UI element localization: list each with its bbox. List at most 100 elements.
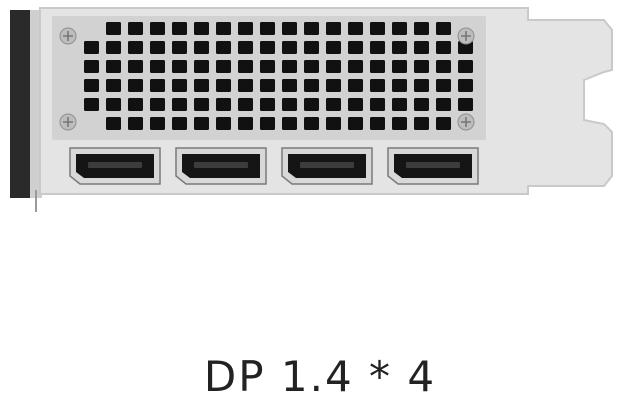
vent-hole [414, 79, 429, 92]
vent-hole [304, 41, 319, 54]
vent-hole [106, 79, 121, 92]
vent-hole [216, 22, 231, 35]
vent-hole [238, 60, 253, 73]
vent-hole [348, 60, 363, 73]
vent-hole [282, 41, 297, 54]
vent-hole [392, 22, 407, 35]
vent-hole [172, 41, 187, 54]
vent-hole [194, 79, 209, 92]
vent-hole [106, 41, 121, 54]
vent-hole [128, 41, 143, 54]
vent-hole [260, 117, 275, 130]
io-bracket [10, 7, 613, 212]
screw-icon [457, 113, 475, 131]
displayport-row [69, 147, 479, 185]
vent-hole [260, 98, 275, 111]
vent-hole [370, 98, 385, 111]
vent-hole [106, 117, 121, 130]
vent-hole [326, 22, 341, 35]
vent-hole [436, 22, 451, 35]
vent-grid [84, 22, 473, 130]
vent-hole [260, 60, 275, 73]
vent-hole [304, 79, 319, 92]
vent-hole [304, 60, 319, 73]
vent-hole [392, 79, 407, 92]
vent-hole [260, 41, 275, 54]
port-caption: DP 1.4 * 4 [203, 352, 437, 401]
vent-hole [414, 41, 429, 54]
vent-hole [436, 98, 451, 111]
vent-hole [172, 60, 187, 73]
vent-hole [194, 22, 209, 35]
vent-hole [238, 41, 253, 54]
vent-hole [436, 60, 451, 73]
vent-hole [194, 60, 209, 73]
vent-hole [304, 22, 319, 35]
vent-hole [172, 79, 187, 92]
vent-hole [194, 117, 209, 130]
vent-hole [436, 79, 451, 92]
vent-hole [348, 117, 363, 130]
screw-icon [59, 113, 77, 131]
vent-hole [172, 117, 187, 130]
vent-hole [216, 60, 231, 73]
vent-hole [84, 79, 99, 92]
vent-hole [282, 117, 297, 130]
vent-hole [106, 98, 121, 111]
vent-hole [106, 22, 121, 35]
vent-hole [348, 41, 363, 54]
vent-hole [128, 60, 143, 73]
vent-hole [304, 117, 319, 130]
vent-hole [150, 60, 165, 73]
vent-hole [458, 79, 473, 92]
vent-hole [326, 117, 341, 130]
vent-hole [436, 41, 451, 54]
vent-hole [326, 98, 341, 111]
vent-hole [282, 60, 297, 73]
vent-hole [414, 22, 429, 35]
vent-hole [106, 60, 121, 73]
displayport-icon [69, 147, 161, 185]
vent-hole [348, 22, 363, 35]
vent-hole [392, 117, 407, 130]
vent-hole [128, 79, 143, 92]
vent-hole [414, 98, 429, 111]
vent-hole [282, 98, 297, 111]
vent-hole [194, 41, 209, 54]
vent-hole [282, 22, 297, 35]
vent-hole [282, 79, 297, 92]
pcb-edge [10, 10, 32, 198]
vent-hole [348, 98, 363, 111]
vent-hole [128, 98, 143, 111]
vent-hole [172, 22, 187, 35]
vent-hole [414, 117, 429, 130]
screw-icon [59, 27, 77, 45]
vent-hole [238, 117, 253, 130]
vent-hole [128, 117, 143, 130]
vent-hole [436, 117, 451, 130]
displayport-icon [175, 147, 267, 185]
vent-hole [216, 98, 231, 111]
vent-hole [414, 60, 429, 73]
vent-hole [370, 117, 385, 130]
vent-hole [392, 98, 407, 111]
vent-hole [370, 41, 385, 54]
vent-hole [348, 79, 363, 92]
vent-hole [238, 79, 253, 92]
vent-hole [370, 22, 385, 35]
vent-hole [304, 98, 319, 111]
vent-hole [84, 41, 99, 54]
screw-icon [457, 27, 475, 45]
displayport-icon [387, 147, 479, 185]
vent-hole [216, 79, 231, 92]
vent-hole [260, 79, 275, 92]
displayport-icon [281, 147, 373, 185]
vent-hole [370, 60, 385, 73]
vent-hole [458, 41, 473, 54]
vent-hole [216, 41, 231, 54]
vent-hole [326, 79, 341, 92]
vent-hole [392, 41, 407, 54]
vent-hole [392, 60, 407, 73]
vent-hole [194, 98, 209, 111]
